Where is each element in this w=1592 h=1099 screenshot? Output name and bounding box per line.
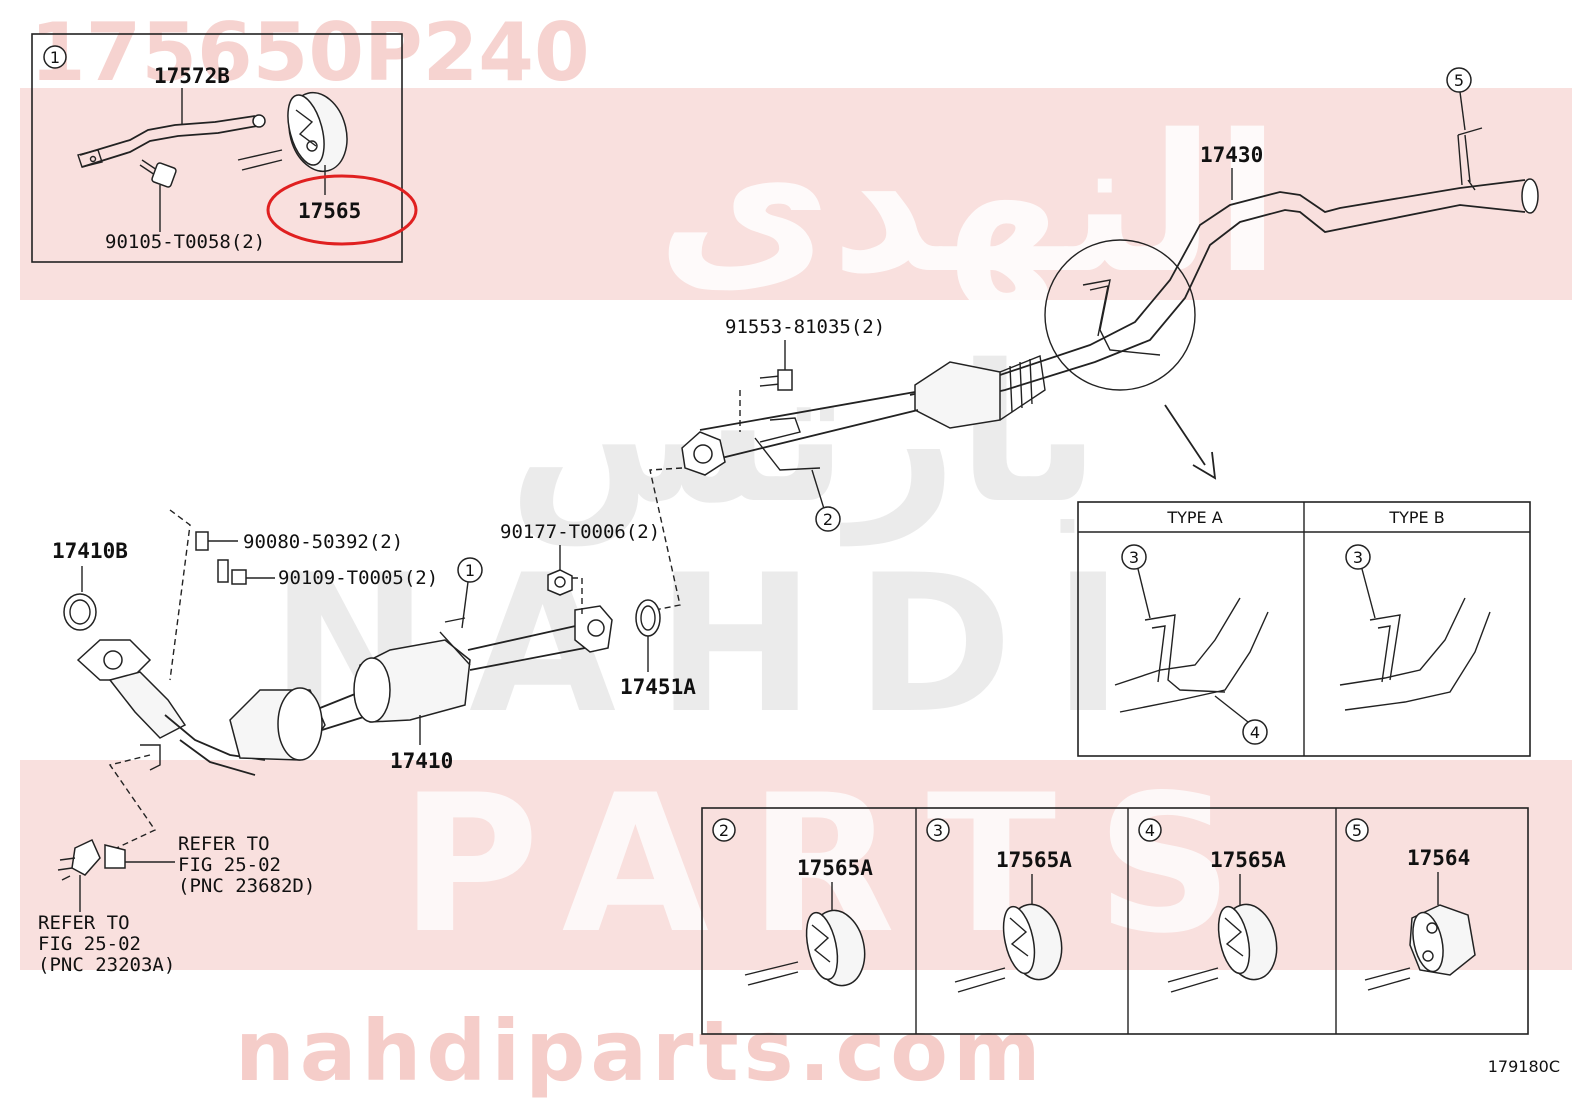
refer-note-2-line1: REFER TO	[38, 912, 130, 934]
label-91553-81035: 91553-81035(2)	[725, 316, 885, 338]
inset-circle-number: 1	[50, 48, 60, 67]
legend-no-3: 3	[933, 821, 943, 840]
legend-part-2: 17565A	[797, 856, 873, 880]
label-17565: 17565	[298, 199, 361, 223]
circle-ref-5	[1446, 67, 1472, 93]
rubber-mount-drawing	[237, 91, 348, 173]
svg-text:2: 2	[823, 510, 833, 529]
circle-ref-1	[457, 557, 483, 583]
refer-note-1-line1: REFER TO	[178, 833, 270, 855]
inset-box: 1 17572B 90105-T0058(2) 175	[31, 33, 418, 263]
inset-circle	[43, 45, 67, 69]
front-pipe-drawing	[76, 605, 613, 776]
stud-bolt-drawing	[169, 509, 275, 681]
type-table: TYPE A TYPE B 3 4 3	[1077, 501, 1531, 757]
bracket-17572b-drawing	[77, 114, 266, 168]
detail-magnifier-circle	[1044, 239, 1196, 391]
label-90177-t0006: 90177-T0006(2)	[500, 521, 660, 543]
type-b-title: TYPE B	[1388, 508, 1444, 527]
label-17451a: 17451A	[620, 675, 696, 699]
label-90105-t0058: 90105-T0058(2)	[105, 231, 265, 253]
label-17410: 17410	[390, 749, 453, 773]
type-a-circle-4: 4	[1250, 723, 1260, 742]
svg-text:5: 5	[1454, 71, 1464, 90]
legend-no-4: 4	[1145, 821, 1155, 840]
watermark-site: nahdiparts.com	[235, 1002, 1046, 1099]
legend-part-5: 17564	[1407, 846, 1470, 870]
watermark-arabic-2: بارتس	[508, 324, 1100, 547]
gasket-17410b-drawing	[63, 593, 97, 631]
label-90080-50392: 90080-50392(2)	[243, 531, 403, 553]
label-17572b: 17572B	[154, 64, 230, 88]
legend-part-4: 17565A	[1210, 848, 1286, 872]
label-17410b: 17410B	[52, 539, 128, 563]
sensor-drawing	[57, 838, 126, 881]
watermark-band-bottom	[20, 760, 1572, 970]
nut-drawing	[547, 569, 573, 596]
watermark-part-number: 175650P240	[30, 6, 590, 99]
refer-note-2-line3: (PNC 23203A)	[38, 954, 175, 976]
highlight-ring	[266, 174, 418, 246]
refer-note-2-line2: FIG 25-02	[38, 933, 141, 955]
center-pipe-drawing	[681, 391, 919, 513]
label-90109-t0005: 90109-T0005(2)	[278, 567, 438, 589]
bolt-drawing	[139, 159, 177, 188]
tail-pipe-drawing	[909, 127, 1539, 429]
legend-frame	[701, 807, 1529, 1035]
type-b-circle-3: 3	[1353, 548, 1363, 567]
watermark-arabic: النهدي	[657, 94, 1280, 317]
legend-table: 2 17565A 3 17565A 4 17565A 5 17564	[701, 807, 1529, 1035]
circle-ref-2	[815, 506, 841, 532]
label-17430: 17430	[1200, 143, 1263, 167]
svg-text:1: 1	[465, 561, 475, 580]
figure-code: 179180C	[1488, 1057, 1560, 1076]
bolt-91553-drawing	[759, 369, 793, 391]
legend-part-3: 17565A	[996, 848, 1072, 872]
type-a-circle-3: 3	[1129, 548, 1139, 567]
legend-no-5: 5	[1352, 821, 1362, 840]
type-a-title: TYPE A	[1166, 508, 1222, 527]
refer-note-1-line3: (PNC 23682D)	[178, 875, 315, 897]
inset-frame	[31, 33, 403, 263]
legend-no-2: 2	[719, 821, 729, 840]
refer-note-1-line2: FIG 25-02	[178, 854, 281, 876]
